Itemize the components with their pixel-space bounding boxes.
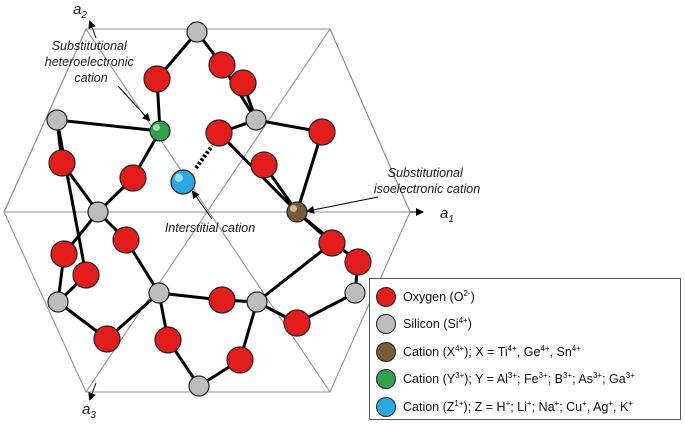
silicon-atom	[246, 291, 268, 313]
cation-y-atom	[149, 120, 171, 142]
hetero-arrow	[117, 85, 151, 122]
axis-a1-label: a	[440, 205, 448, 222]
oxygen-atom	[208, 51, 236, 79]
legend-swatch-cation_y	[376, 369, 396, 390]
oxygen-atom	[344, 248, 372, 276]
axis-a3-label: a	[82, 401, 90, 418]
legend-label-silicon: Silicon (Si4+)	[403, 316, 472, 332]
svg-text:a3: a3	[82, 401, 96, 421]
atom-highlight	[153, 124, 160, 131]
oxygen-atom	[250, 151, 278, 179]
silicon-atom	[188, 375, 210, 397]
atom-highlight	[174, 173, 183, 182]
oxygen-atom	[119, 164, 147, 192]
grid-line-diagonal-b	[85, 28, 331, 393]
silicon-atom	[245, 109, 267, 131]
silicon-atom	[186, 21, 208, 43]
interstitial-label: Interstitial cation	[165, 221, 255, 235]
svg-text:Substitutional isoelectr: Substitutional isoelectronic cation	[374, 166, 480, 196]
legend-item-oxygen: Oxygen (O2-)	[376, 283, 680, 311]
hexagon-outline	[3, 28, 411, 393]
legend-item-silicon: Silicon (Si4+)	[376, 311, 680, 339]
legend: Oxygen (O2-) Silicon (Si4+) Cation (X4+); …	[369, 278, 681, 420]
silicon-atom	[148, 282, 170, 304]
oxygen-atom	[229, 69, 257, 97]
iso-arrow	[306, 196, 379, 214]
hetero-line-2: heteroelectronic	[45, 55, 135, 69]
legend-swatch-silicon	[376, 314, 396, 335]
bond-line-34	[55, 119, 88, 276]
cation-z-atom	[170, 169, 196, 195]
legend-label-cation_x: Cation (X4+); X = Ti4+, Ge4+, Sn4+	[403, 343, 581, 359]
oxygen-atom	[318, 229, 346, 257]
iso-line-1: Substitutional	[388, 166, 464, 180]
silicon-atom	[344, 282, 366, 304]
hetero-line-3: cation	[74, 71, 107, 85]
legend-label-oxygen: Oxygen (O2-)	[403, 288, 475, 304]
oxygen-atom	[226, 346, 254, 374]
interstitial-bond-dashed	[194, 144, 214, 170]
bond-line-12	[56, 118, 161, 133]
svg-text:Substitutional heteroele: Substitutional heteroelectronic cation	[45, 39, 137, 85]
oxygen-atom	[205, 119, 233, 147]
legend-item-cation_y: Cation (Y3+); Y = Al3+; Fe3+; B3+; As3+;…	[376, 366, 680, 394]
axis-a3-subscript: 3	[90, 410, 96, 421]
legend-label-cation_y: Cation (Y3+); Y = Al3+; Fe3+; B3+; As3+;…	[403, 371, 635, 387]
annotation-interstitial: Interstitial cation	[165, 190, 255, 235]
oxygen-atom	[143, 65, 171, 93]
legend-label-cation_z: Cation (Z1+); Z = H+; Li+; Na+; Cu+, Ag+…	[403, 398, 633, 414]
silicon-atom	[87, 201, 109, 223]
annotation-heteroelectronic: Substitutional heteroelectronic cation	[45, 39, 151, 122]
legend-swatch-oxygen	[376, 286, 396, 307]
interstitial-arrow	[191, 190, 213, 220]
axis-a1: a1	[410, 205, 454, 225]
cation-x-atom	[286, 201, 308, 223]
atom-highlight	[290, 205, 297, 212]
legend-swatch-cation_x	[376, 341, 396, 362]
grid-line-upper-left	[3, 28, 87, 213]
axis-a1-subscript: 1	[448, 214, 454, 225]
silicon-atom	[47, 291, 69, 313]
oxygen-atom	[154, 326, 182, 354]
svg-text:a1: a1	[440, 205, 454, 225]
axis-a2-subscript: 2	[80, 10, 87, 21]
legend-item-cation_x: Cation (X4+); X = Ti4+, Ge4+, Sn4+	[376, 338, 680, 366]
oxygen-atom	[308, 118, 336, 146]
hetero-line-1: Substitutional	[52, 39, 128, 53]
legend-swatch-cation_z	[376, 396, 396, 417]
hexagonal-grid	[3, 28, 411, 393]
oxygen-atom	[208, 286, 236, 314]
oxygen-atom	[283, 309, 311, 337]
annotation-isoelectronic: Substitutional isoelectronic cation	[306, 166, 480, 214]
axis-a3: a3	[82, 382, 97, 421]
oxygen-atom	[93, 325, 121, 353]
svg-text:a2: a2	[73, 1, 87, 21]
bond-line-21	[256, 241, 333, 304]
grid-line-upper-tri	[329, 28, 411, 213]
legend-item-cation_z: Cation (Z1+); Z = H+; Li+; Na+; Cu+, Ag+…	[376, 393, 680, 421]
oxygen-atom	[72, 261, 100, 289]
bond-line-8	[295, 131, 324, 213]
oxygen-atom	[50, 240, 78, 268]
oxygen-atom	[112, 226, 140, 254]
axis-a2: a2	[73, 1, 97, 39]
silicon-atom	[46, 109, 68, 131]
iso-line-2: isoelectronic cation	[374, 182, 480, 196]
oxygen-atom	[48, 149, 76, 177]
atoms	[46, 21, 372, 397]
axis-a2-label: a	[73, 1, 81, 18]
